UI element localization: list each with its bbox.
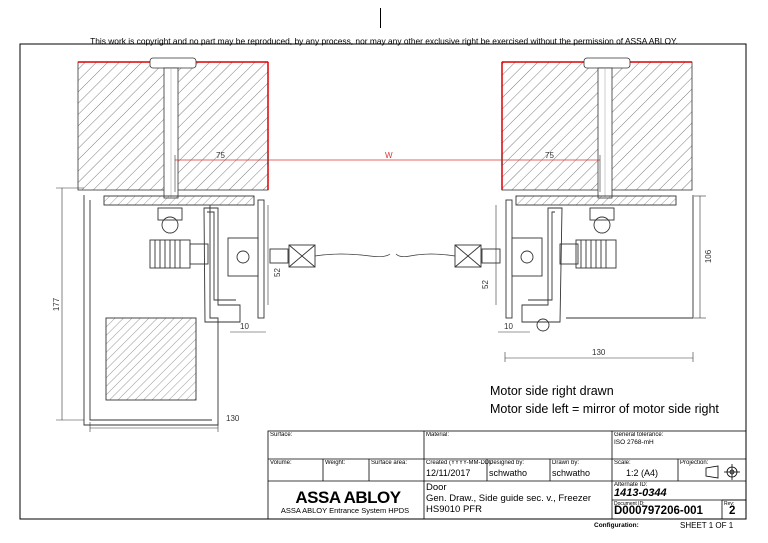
- projection-symbol: [705, 464, 740, 480]
- company-name: ASSA ABLOY Entrance System HPDS: [280, 506, 410, 515]
- tb-volume-label: Volume:: [270, 460, 292, 466]
- dim-130-right: 130: [592, 348, 606, 357]
- dim-w: W: [385, 151, 393, 160]
- dim-52-left: 52: [272, 268, 282, 277]
- tb-title-line3: HS9010 PFR: [426, 504, 482, 515]
- tb-designed-label: Designed by:: [489, 460, 525, 466]
- dim-75-left: 75: [216, 151, 225, 160]
- tb-rev-label: Rev:: [724, 501, 735, 507]
- tb-material-label: Material:: [426, 432, 450, 438]
- tb-drawn-value: schwatho: [552, 468, 591, 478]
- tb-scale-value: 1:2 (A4): [626, 468, 659, 478]
- tb-title-line1: Door: [426, 482, 447, 493]
- tb-surface-label: Surface:: [270, 432, 293, 438]
- tb-projection-label: Projection:: [680, 460, 709, 466]
- tb-configuration-label: Configuration:: [594, 522, 639, 529]
- tb-general-tolerance-label: General tolerance:: [614, 432, 664, 438]
- right-guide-assembly: [395, 195, 694, 332]
- tb-document-id-label: Document ID:: [614, 501, 645, 507]
- note-motor-side-left: Motor side left = mirror of motor side r…: [490, 402, 719, 416]
- tb-rev-value: 2: [729, 505, 736, 517]
- tb-title-line2: Gen. Draw., Side guide sec. v., Freezer: [426, 493, 592, 504]
- tb-created-value: 12/11/2017: [426, 468, 471, 478]
- tb-created-label: Created (YYYY-MM-DD):: [426, 460, 493, 466]
- tb-weight-label: Weight:: [325, 460, 346, 466]
- tb-drawn-label: Drawn by:: [552, 460, 580, 466]
- tb-document-id-value: D000797206-001: [614, 505, 703, 517]
- tb-alternate-id-label: Alternate ID:: [614, 482, 648, 488]
- dim-130-left: 130: [226, 414, 240, 423]
- dim-177: 177: [52, 297, 62, 312]
- dim-10-right: 10: [504, 322, 513, 331]
- tb-designed-value: schwatho: [489, 468, 528, 478]
- tb-sheet: SHEET 1 OF 1: [680, 521, 734, 530]
- title-block-grid: [267, 430, 747, 520]
- dim-10-left: 10: [240, 322, 249, 331]
- dim-52-right: 52: [480, 280, 490, 289]
- dimension-lines: [56, 187, 706, 432]
- left-guide-assembly: [83, 195, 391, 426]
- assa-abloy-logo: ASSA ABLOY: [295, 488, 401, 507]
- copyright-notice: This work is copyright and no part may b…: [90, 36, 678, 46]
- tb-scale-label: Scale:: [614, 460, 631, 466]
- note-motor-side-right: Motor side right drawn: [490, 384, 614, 398]
- right-wall: [501, 57, 693, 199]
- tb-general-tolerance-value: ISO 2768-mH: [614, 439, 654, 446]
- dim-75-right: 75: [545, 151, 554, 160]
- left-wall: [77, 57, 269, 199]
- top-marker-line: [380, 8, 381, 28]
- dim-106: 106: [704, 249, 714, 264]
- tb-surface-area-label: Surface area:: [371, 460, 408, 466]
- tb-alternate-id-value: 1413-0344: [614, 487, 667, 499]
